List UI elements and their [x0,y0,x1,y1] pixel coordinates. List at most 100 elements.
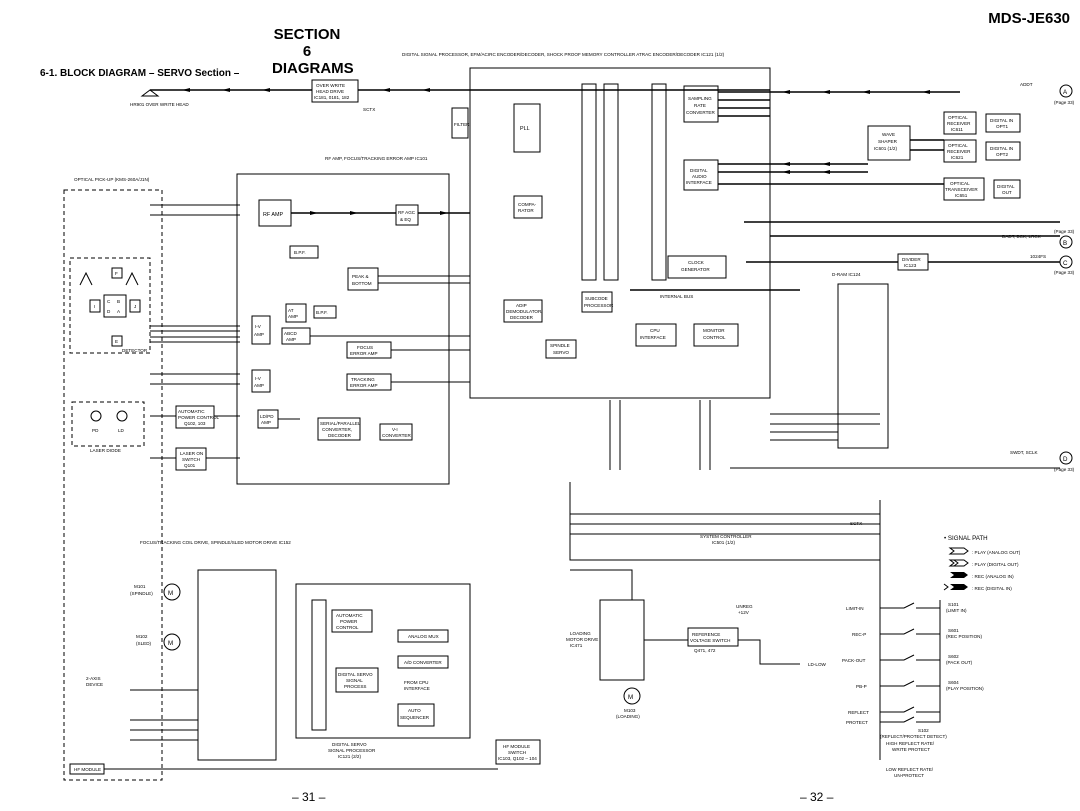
wave-shaper-block [867,125,911,161]
svg-text:J: J [134,304,136,309]
optical-receiver-1-block [943,111,977,135]
svg-text:COMPA-: COMPA- [518,202,537,207]
svg-text:M103: M103 [624,708,636,713]
coil-drive-header: FOCUS/TRACKING COIL DRIVE, SPINDLE/SLED … [140,540,291,545]
svg-text:SERIAL/PARALLEL: SERIAL/PARALLEL [320,421,361,426]
svg-text:C: C [1063,260,1068,267]
peak-bottom-block [347,267,379,291]
svg-text:(PLAY POSITION): (PLAY POSITION) [946,686,984,691]
svg-text:HIGH REFLECT RATE/: HIGH REFLECT RATE/ [886,741,935,746]
digital-in-2-jack [985,141,1021,161]
pickup-signal-lines [150,204,470,459]
svg-text:B.P.F.: B.P.F. [294,250,306,255]
svg-text:AUTOMATIC: AUTOMATIC [178,409,205,414]
adip-block [503,299,543,323]
svg-text:PEAK &: PEAK & [352,274,369,279]
svg-text:• SIGNAL PATH: • SIGNAL PATH [944,535,988,542]
svg-text:LD/PD: LD/PD [260,414,274,419]
svg-text:UN-PROTECT: UN-PROTECT [894,773,924,778]
svg-text:A: A [117,309,121,314]
svg-text:LD: LD [118,428,125,433]
svg-text:SIGNAL: SIGNAL [346,678,363,683]
svg-text:(PACK OUT): (PACK OUT) [946,660,973,665]
reference-voltage-block [687,627,739,647]
syscon-label: SYSTEM CONTROLLER [700,534,752,539]
shock-proof-block [603,83,619,281]
svg-text:Q102, 103: Q102, 103 [184,421,206,426]
iv-amp-2-block [251,369,271,393]
svg-text:M102: M102 [136,634,148,639]
svg-text:RF AMP: RF AMP [263,212,283,218]
iv-amp-1-block [251,315,271,345]
svg-text:FILTER: FILTER [454,122,470,127]
svg-text:SCTX: SCTX [363,107,375,112]
svg-text:DIGITAL IN: DIGITAL IN [990,118,1013,123]
svg-text:TRACKING: TRACKING [351,377,375,382]
svg-text:OPTICAL: OPTICAL [948,143,968,148]
monitor-control-block [693,323,739,347]
svg-text:S601: S601 [948,628,959,633]
servo-dsp-footer: DIGITAL SERVO [332,742,367,747]
model-number: MDS-JE630 [988,10,1070,27]
svg-text:(REFLECT/PROTECT DETECT): (REFLECT/PROTECT DETECT) [880,734,947,739]
svg-text:DIVIDER: DIVIDER [902,257,921,262]
prism-icon [79,271,139,286]
svg-text:(Page 33): (Page 33) [1054,467,1075,472]
connector-d: D SWDT, SCLK (Page 33) [1010,450,1075,472]
svg-text:IC123: IC123 [904,263,917,268]
dram-block [837,283,889,449]
svg-text:AUDIO: AUDIO [692,174,707,179]
svg-text:IC121 (2/2): IC121 (2/2) [338,754,361,759]
loading-motor-icon [623,687,641,705]
efm-decoder-block [581,83,597,281]
svg-text:B.P.F.: B.P.F. [316,310,328,315]
svg-text:PROCESSOR: PROCESSOR [584,303,614,308]
svg-text:SPINDLE: SPINDLE [550,343,570,348]
block-diagram-title: 6-1. BLOCK DIAGRAM – SERVO Section – [40,68,240,79]
pwm-generator-block [311,599,327,731]
svg-text:REFERENCE: REFERENCE [692,632,720,637]
svg-text:ERROR AMP: ERROR AMP [350,351,378,356]
svg-text:ADDT: ADDT [1020,82,1033,87]
svg-text:SWITCH: SWITCH [182,457,200,462]
svg-text:AUTOMATIC: AUTOMATIC [336,613,363,618]
hr901-label: HR901 OVER WRITE HEAD [130,102,189,107]
svg-text:AUTO: AUTO [408,708,421,713]
connector-c: C 1024FS (Page 33) [1030,254,1075,275]
play-digital-arrow-icon [948,559,969,567]
svg-text:SUBCODE: SUBCODE [585,296,608,301]
laser-diode-label: LASER DIODE [90,448,121,453]
optical-pickup-label: OPTICAL PICK-UP (KMS-260A/J1N) [74,177,150,182]
svg-text:CPU: CPU [650,328,660,333]
overwrite-drive-block [311,79,359,103]
svg-text:HF MODULE: HF MODULE [503,744,530,749]
dsp-signal-lines [470,89,1060,470]
page-number-right: – 32 – [800,790,834,804]
dai-block [683,159,719,191]
cpu-interface-block [635,323,677,347]
rf-amp-block [258,199,292,227]
svg-text:RF AGC: RF AGC [398,210,416,215]
svg-text:SERVO: SERVO [553,350,569,355]
svg-text:: PLAY (DIGITAL OUT): : PLAY (DIGITAL OUT) [972,562,1019,567]
connector-b: B DADT, BCK, LRCK (Page 33) [1002,229,1075,249]
hf-switch-block [495,739,541,765]
svg-text:TRANSCEIVER: TRANSCEIVER [945,187,978,192]
rf-agc-block [395,204,419,226]
svg-text:INTERFACE: INTERFACE [686,180,712,185]
svg-text:PB-P: PB-P [856,684,867,689]
svg-text:& EQ: & EQ [400,217,411,222]
optical-receiver-2-block [943,139,977,163]
svg-text:A/D CONVERTER: A/D CONVERTER [404,660,442,665]
svg-text:S101: S101 [948,602,959,607]
loading-lines [570,569,800,665]
svg-text:LOW REFLECT RATE/: LOW REFLECT RATE/ [886,767,934,772]
svg-text:OPT1: OPT1 [996,124,1008,129]
svg-text:S602: S602 [948,654,959,659]
svg-text:SAMPLING: SAMPLING [688,96,712,101]
digital-in-1-jack [985,113,1021,133]
rf-amp-header: RF AMP, FOCUS/TRACKING ERROR AMP IC101 [325,156,428,161]
detector-cell-f [111,267,123,279]
switch-rec-p: REC-P S601 (REC POSITION) [852,628,982,639]
